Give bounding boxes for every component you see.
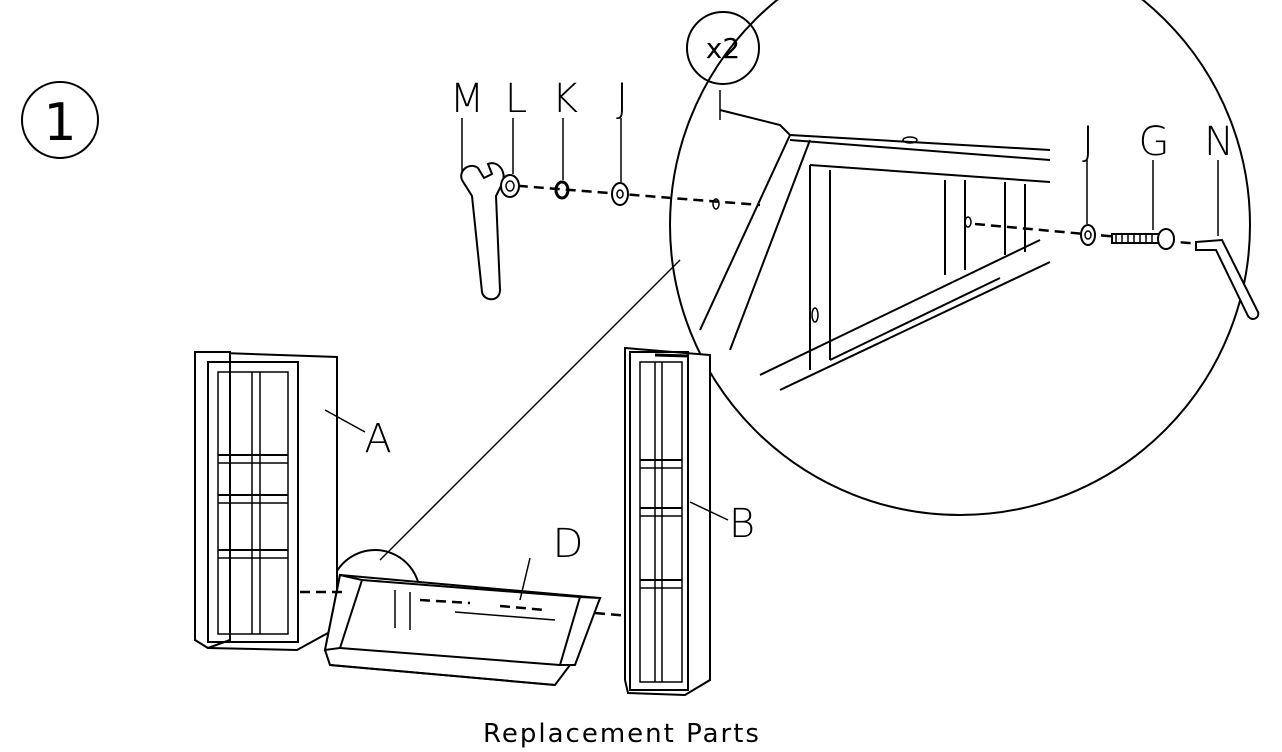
multiplier-label: x2 (706, 32, 740, 65)
detail-frame (699, 109, 1051, 391)
label-d: D (553, 521, 584, 567)
step-number: 1 (43, 93, 76, 153)
detail-callout: x2 (329, 0, 1251, 641)
panel-a: A (194, 350, 392, 652)
washer-j-left (611, 182, 629, 206)
label-m: M (450, 76, 485, 122)
step-badge: 1 (21, 81, 99, 159)
label-k: K (552, 76, 578, 122)
base-d: D (300, 521, 681, 687)
bolt-g (1111, 228, 1175, 250)
hardware-left: M L K J (450, 76, 761, 301)
label-a: A (364, 416, 391, 462)
wrench-m (460, 162, 505, 301)
lock-washer-k (554, 180, 570, 200)
label-b: B (729, 501, 755, 547)
nut-l (500, 174, 520, 198)
label-g: G (1139, 119, 1170, 165)
label-n: N (1204, 119, 1234, 165)
hardware-right: J G N (1080, 119, 1260, 320)
label-l: L (505, 76, 527, 122)
label-j-right: J (1082, 119, 1094, 165)
hex-key-n (1195, 238, 1260, 320)
label-j-left: J (616, 76, 628, 122)
panel-b: B (624, 346, 755, 697)
caption: Replacement Parts (483, 719, 761, 749)
washer-j-right (1080, 224, 1096, 246)
